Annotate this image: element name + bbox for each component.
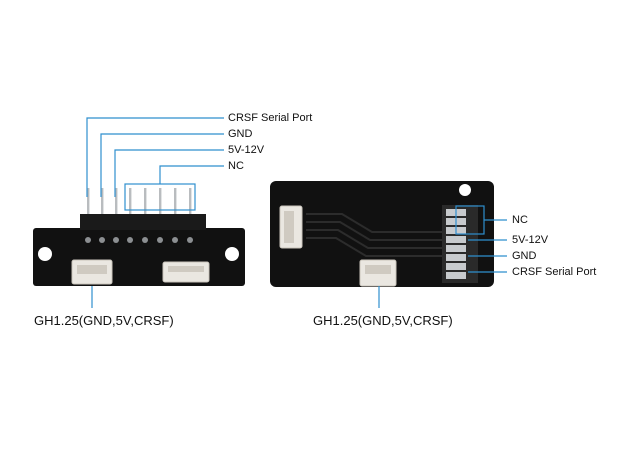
right-pad-7 bbox=[446, 263, 466, 270]
left-gh-connector bbox=[71, 259, 113, 285]
left-pin-8 bbox=[189, 188, 192, 214]
left-pin-7 bbox=[174, 188, 177, 214]
left-pad-3 bbox=[113, 237, 119, 243]
left-pin-6 bbox=[159, 188, 162, 214]
left-pcb bbox=[33, 228, 245, 286]
left-leader-nc bbox=[159, 165, 224, 184]
right-board bbox=[270, 181, 507, 308]
left-board bbox=[33, 117, 245, 308]
right-traces bbox=[306, 213, 442, 257]
right-label-gnd: GND bbox=[512, 250, 537, 262]
right-caption: GH1.25(GND,5V,CRSF) bbox=[313, 313, 453, 328]
left-leader-gnd bbox=[100, 133, 224, 197]
left-pad-5 bbox=[142, 237, 148, 243]
left-pad-7 bbox=[172, 237, 178, 243]
left-header-pins bbox=[87, 188, 192, 214]
left-mount-hole-left bbox=[38, 247, 52, 261]
right-pad-8 bbox=[446, 272, 466, 279]
left-side-connector bbox=[162, 261, 210, 283]
left-leader-vin bbox=[114, 149, 224, 197]
left-pin-2 bbox=[101, 188, 104, 214]
right-label-crsf: CRSF Serial Port bbox=[512, 266, 597, 278]
right-trace-4 bbox=[306, 237, 442, 257]
right-trace-3 bbox=[306, 229, 442, 249]
left-label-crsf: CRSF Serial Port bbox=[228, 112, 313, 124]
left-pin-4 bbox=[129, 188, 132, 214]
right-pad-6 bbox=[446, 254, 466, 261]
right-gh-connector bbox=[359, 259, 397, 287]
left-header-block bbox=[80, 214, 206, 230]
right-label-vin: 5V-12V bbox=[512, 234, 549, 246]
right-mount-hole bbox=[459, 184, 471, 196]
left-leader-lines bbox=[86, 117, 224, 211]
right-label-nc: NC bbox=[512, 214, 528, 226]
right-pad-4 bbox=[446, 236, 466, 243]
left-pin-1 bbox=[87, 188, 90, 214]
left-pin-3 bbox=[115, 188, 118, 214]
right-leader-lines bbox=[455, 205, 507, 273]
right-side-connector bbox=[279, 205, 303, 249]
left-mount-hole-right bbox=[225, 247, 239, 261]
left-solder-pads bbox=[85, 237, 193, 243]
left-pad-1 bbox=[85, 237, 91, 243]
right-pad-strip bbox=[442, 205, 478, 283]
right-trace-1 bbox=[306, 213, 442, 233]
right-pcb bbox=[270, 181, 494, 287]
left-pad-2 bbox=[99, 237, 105, 243]
left-pin-5 bbox=[144, 188, 147, 214]
left-leader-crsf bbox=[86, 117, 224, 197]
right-trace-2 bbox=[306, 221, 442, 241]
left-pad-8 bbox=[187, 237, 193, 243]
left-pad-6 bbox=[157, 237, 163, 243]
left-caption: GH1.25(GND,5V,CRSF) bbox=[34, 313, 174, 328]
left-label-nc: NC bbox=[228, 160, 244, 172]
left-pad-4 bbox=[127, 237, 133, 243]
right-pad-5 bbox=[446, 245, 466, 252]
left-label-gnd: GND bbox=[228, 128, 253, 140]
left-label-vin: 5V-12V bbox=[228, 144, 265, 156]
